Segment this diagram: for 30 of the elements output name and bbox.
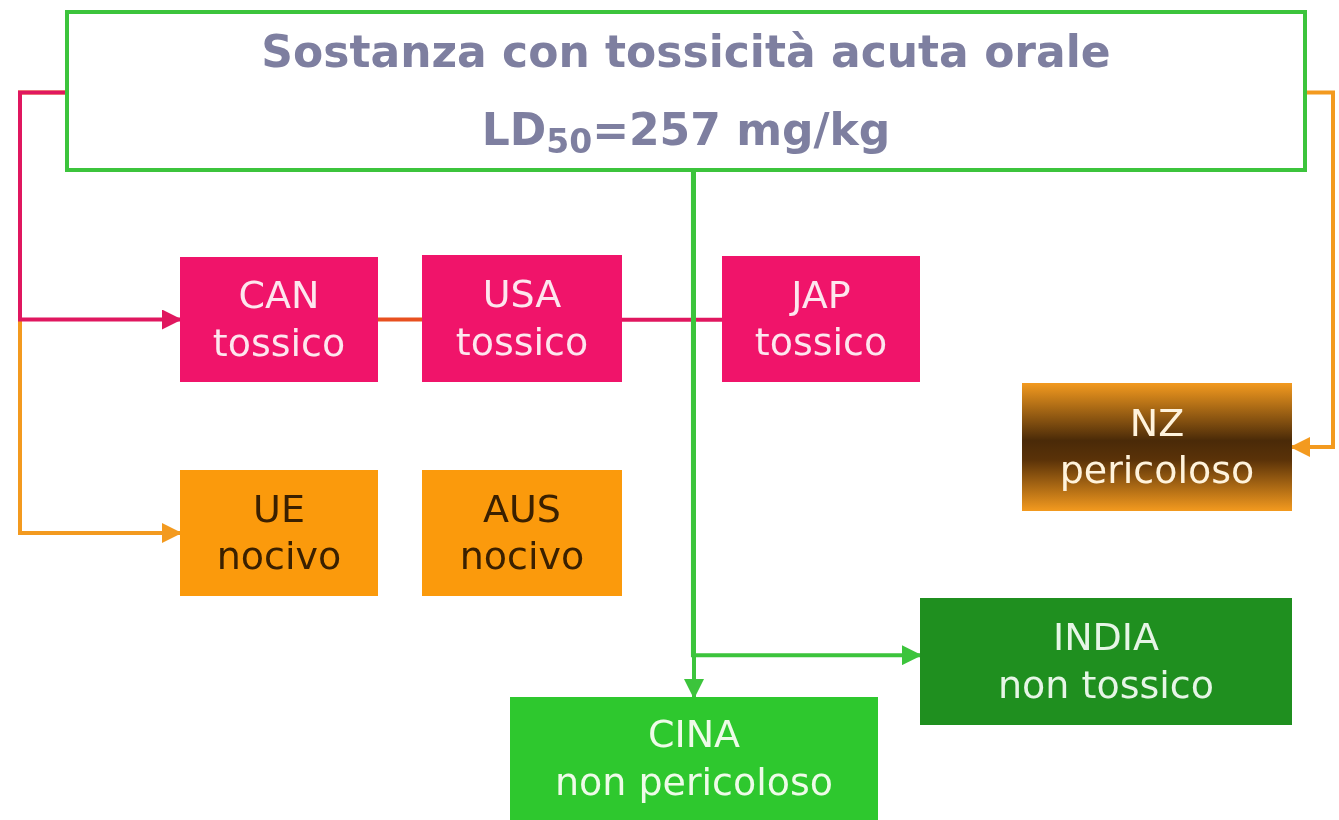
hazard-label: non tossico <box>998 661 1214 709</box>
ld50-value: LD$_{50}$=257 mg/kg <box>481 103 891 163</box>
country-label: USA <box>482 271 562 318</box>
hazard-label: tossico <box>212 319 346 367</box>
country-label: NZ <box>1129 399 1185 447</box>
hazard-label: pericoloso <box>1059 447 1255 494</box>
title-box <box>65 10 1307 172</box>
country-box <box>180 257 378 382</box>
country-label: JAP <box>791 271 851 319</box>
country-box <box>422 470 622 596</box>
title-text: Sostanza con tossicità acuta orale <box>261 25 1111 79</box>
connector-arrow <box>684 172 704 699</box>
country-box <box>1022 383 1292 511</box>
country-label: INDIA <box>1052 614 1160 661</box>
country-label: CINA <box>647 711 741 758</box>
country-box <box>920 598 1292 725</box>
connector-arrow <box>690 172 922 666</box>
hazard-label: non pericoloso <box>554 758 834 806</box>
country-box <box>510 697 878 820</box>
connector-arrow <box>18 90 182 330</box>
country-box <box>180 470 378 596</box>
hazard-label: tossico <box>754 319 888 366</box>
country-label: UE <box>253 485 305 533</box>
hazard-label: tossico <box>455 318 589 366</box>
country-label: AUS <box>483 485 561 533</box>
hazard-label: nocivo <box>459 533 585 580</box>
country-box <box>722 256 920 382</box>
country-label: CAN <box>238 272 320 319</box>
country-box <box>422 255 622 382</box>
hazard-label: nocivo <box>216 533 342 580</box>
